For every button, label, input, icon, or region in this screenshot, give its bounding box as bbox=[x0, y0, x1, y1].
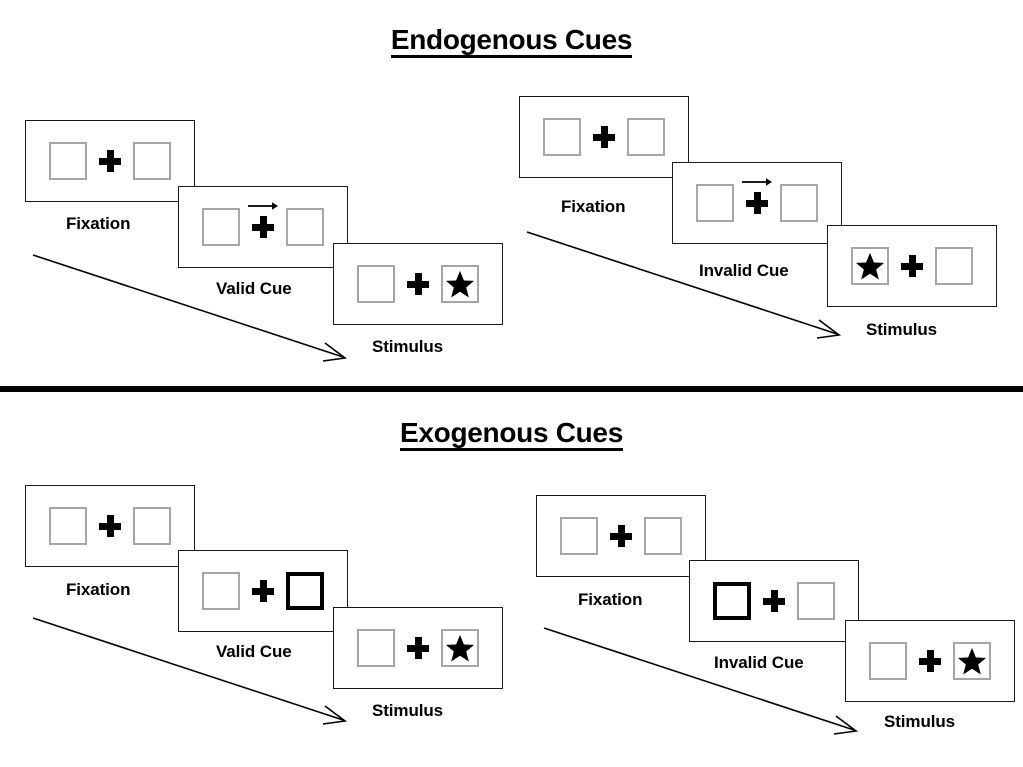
left-box bbox=[851, 247, 889, 285]
left-box bbox=[869, 642, 907, 680]
frame-exogenous-invalid-cue bbox=[689, 560, 859, 642]
plus-icon bbox=[99, 150, 121, 172]
caption-endogenous-invalid-fixation: Fixation bbox=[561, 197, 626, 216]
section-title-exogenous: Exogenous Cues bbox=[0, 417, 1023, 452]
caption-exogenous-invalid-stimulus: Stimulus bbox=[884, 712, 955, 731]
caption-endogenous-valid-fixation: Fixation bbox=[66, 214, 131, 233]
frame-exogenous-invalid-fixation bbox=[536, 495, 706, 577]
caption-exogenous-invalid-cue: Invalid Cue bbox=[714, 653, 804, 672]
frame-content bbox=[49, 507, 171, 545]
frame-content bbox=[696, 178, 818, 222]
plus-icon bbox=[99, 515, 121, 537]
frame-content bbox=[357, 265, 479, 303]
right-box bbox=[780, 184, 818, 222]
right-box bbox=[441, 265, 479, 303]
plus-icon bbox=[593, 126, 615, 148]
left-box bbox=[202, 572, 240, 610]
caption-endogenous-valid-cue: Valid Cue bbox=[216, 279, 292, 298]
caption-exogenous-valid-cue: Valid Cue bbox=[216, 642, 292, 661]
frame-content bbox=[869, 642, 991, 680]
left-box bbox=[49, 507, 87, 545]
frame-content bbox=[202, 202, 324, 246]
frame-endogenous-invalid-fixation bbox=[519, 96, 689, 178]
frame-content bbox=[713, 582, 835, 620]
plus-icon bbox=[407, 637, 429, 659]
plus-icon bbox=[252, 580, 274, 602]
plus-icon bbox=[248, 202, 278, 238]
arrow-right-icon bbox=[248, 202, 278, 210]
sequence-arrow-icon-exogenous-valid bbox=[32, 617, 348, 725]
left-box bbox=[543, 118, 581, 156]
plus-icon bbox=[610, 525, 632, 547]
section-title-endogenous-text: Endogenous Cues bbox=[390, 25, 632, 59]
frame-exogenous-valid-cue bbox=[178, 550, 348, 632]
frame-exogenous-valid-stimulus bbox=[333, 607, 503, 689]
right-box bbox=[935, 247, 973, 285]
right-box bbox=[797, 582, 835, 620]
left-box bbox=[560, 517, 598, 555]
right-box-highlighted bbox=[286, 572, 324, 610]
frame-content bbox=[560, 517, 682, 555]
plus-icon bbox=[742, 178, 772, 214]
arrow-right-icon bbox=[742, 178, 772, 186]
frame-content bbox=[851, 247, 973, 285]
frame-content bbox=[543, 118, 665, 156]
frame-content bbox=[49, 142, 171, 180]
frame-endogenous-valid-cue bbox=[178, 186, 348, 268]
caption-endogenous-invalid-cue: Invalid Cue bbox=[699, 261, 789, 280]
right-box bbox=[441, 629, 479, 667]
left-box bbox=[696, 184, 734, 222]
caption-exogenous-valid-stimulus: Stimulus bbox=[372, 701, 443, 720]
frame-endogenous-valid-fixation bbox=[25, 120, 195, 202]
sequence-arrow-icon-exogenous-invalid bbox=[543, 627, 859, 735]
right-box bbox=[286, 208, 324, 246]
star-icon bbox=[445, 634, 475, 662]
sequence-arrow-icon-endogenous-invalid bbox=[526, 231, 842, 339]
caption-exogenous-valid-fixation: Fixation bbox=[66, 580, 131, 599]
caption-endogenous-invalid-stimulus: Stimulus bbox=[866, 320, 937, 339]
left-box bbox=[49, 142, 87, 180]
plus-icon bbox=[407, 273, 429, 295]
right-box bbox=[133, 142, 171, 180]
right-box bbox=[644, 517, 682, 555]
frame-exogenous-invalid-stimulus bbox=[845, 620, 1015, 702]
frame-endogenous-invalid-cue bbox=[672, 162, 842, 244]
right-box bbox=[133, 507, 171, 545]
frame-endogenous-valid-stimulus bbox=[333, 243, 503, 325]
plus-icon bbox=[919, 650, 941, 672]
right-box bbox=[627, 118, 665, 156]
right-box bbox=[953, 642, 991, 680]
star-icon bbox=[957, 647, 987, 675]
frame-content bbox=[357, 629, 479, 667]
frame-endogenous-invalid-stimulus bbox=[827, 225, 997, 307]
caption-exogenous-invalid-fixation: Fixation bbox=[578, 590, 643, 609]
section-divider bbox=[0, 386, 1023, 392]
star-icon bbox=[855, 252, 885, 280]
left-box-highlighted bbox=[713, 582, 751, 620]
plus-icon bbox=[901, 255, 923, 277]
frame-exogenous-valid-fixation bbox=[25, 485, 195, 567]
frame-content bbox=[202, 572, 324, 610]
caption-endogenous-valid-stimulus: Stimulus bbox=[372, 337, 443, 356]
plus-icon bbox=[763, 590, 785, 612]
left-box bbox=[357, 265, 395, 303]
star-icon bbox=[445, 270, 475, 298]
section-title-endogenous: Endogenous Cues bbox=[0, 24, 1023, 59]
left-box bbox=[202, 208, 240, 246]
section-title-exogenous-text: Exogenous Cues bbox=[400, 418, 623, 452]
sequence-arrow-icon-endogenous-valid bbox=[32, 254, 348, 362]
left-box bbox=[357, 629, 395, 667]
